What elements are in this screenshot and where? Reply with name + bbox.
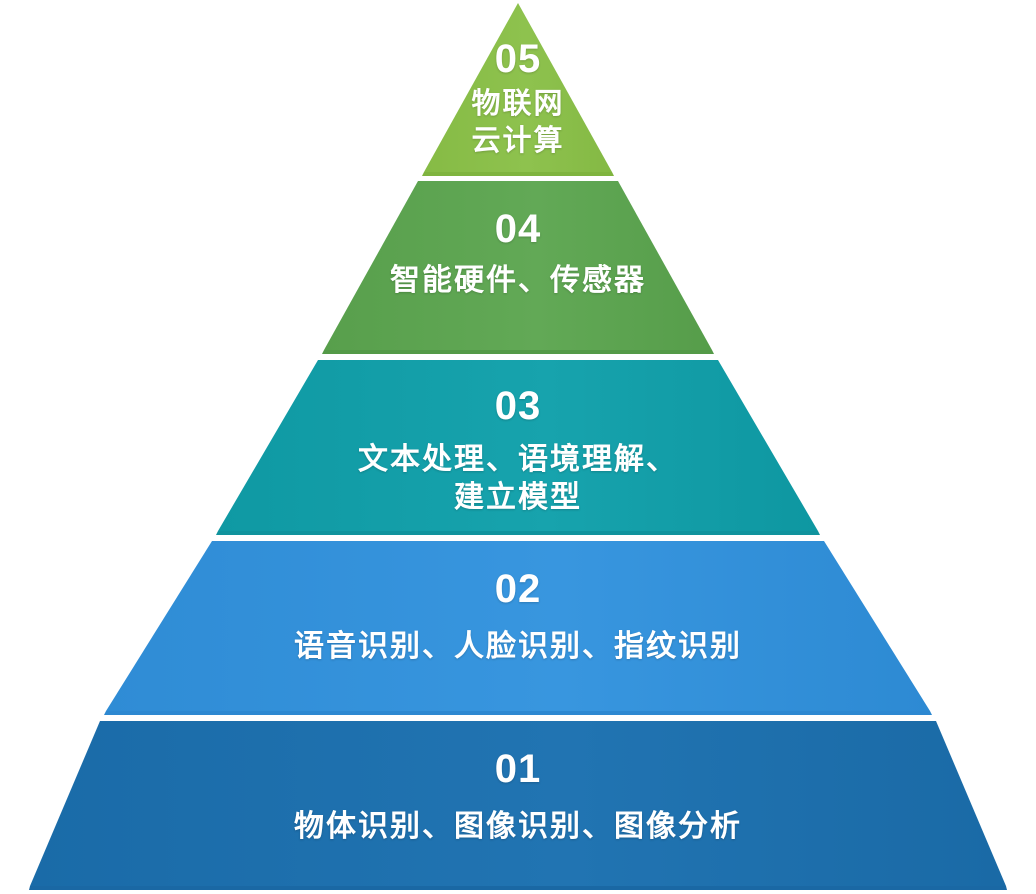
level-02-number: 02 — [494, 567, 542, 611]
pyramid-level-03-base-accent — [216, 531, 820, 535]
pyramid-level-01-shape — [30, 721, 1006, 886]
pyramid-level-04-shape — [324, 181, 712, 350]
pyramid-level-03-label: 03 文本处理、语境理解、 建立模型 — [218, 385, 818, 518]
pyramid-level-02-label: 02 语音识别、人脸识别、指纹识别 — [118, 568, 918, 666]
pyramid-level-04-label: 04 智能硬件、传感器 — [318, 208, 718, 300]
pyramid-level-03-shape — [218, 360, 818, 531]
level-05-number: 05 — [494, 37, 542, 81]
level-04-number: 04 — [494, 207, 542, 251]
level-01-description: 物体识别、图像识别、图像分析 — [294, 810, 742, 843]
level-04-description: 智能硬件、传感器 — [390, 264, 646, 297]
pyramid-level-02-base-accent — [104, 711, 932, 715]
level-03-description: 文本处理、语境理解、 建立模型 — [358, 443, 678, 515]
level-03-number: 03 — [494, 384, 542, 428]
pyramid-level-01-base-accent — [29, 886, 1007, 890]
level-05-description: 物联网 云计算 — [471, 88, 565, 158]
level-02-description: 语音识别、人脸识别、指纹识别 — [294, 630, 742, 663]
pyramid-level-05-base-accent — [422, 172, 614, 176]
pyramid-level-04-base-accent — [322, 350, 714, 354]
pyramid-level-02-shape — [106, 541, 930, 711]
pyramid-level-01-label: 01 物体识别、图像识别、图像分析 — [18, 748, 1018, 846]
level-01-number: 01 — [494, 747, 542, 791]
pyramid-level-05-shape — [424, 3, 612, 172]
pyramid-level-05-label: 05 物联网 云计算 — [418, 38, 618, 160]
